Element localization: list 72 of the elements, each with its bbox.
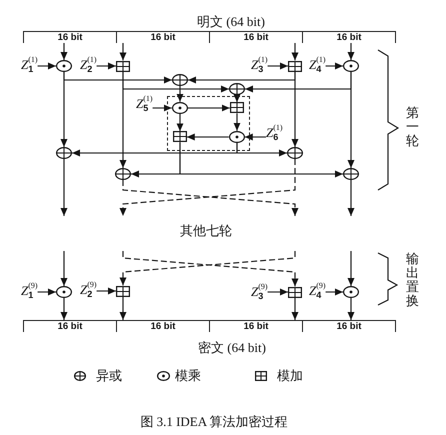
arrow [96, 62, 116, 70]
circled-dot-symbol [172, 102, 188, 114]
arrow [120, 72, 126, 168]
circled-plus-symbol [56, 147, 72, 159]
bit-cell: 16 bit [116, 31, 209, 43]
arrow [188, 104, 230, 112]
boxed-plus-symbol [288, 60, 302, 72]
arrow [348, 251, 354, 286]
arrow [120, 296, 126, 320]
arrow [326, 62, 343, 70]
arrow [176, 114, 184, 132]
arrow [152, 104, 172, 112]
circled-plus-symbol [115, 168, 131, 180]
arrow [96, 288, 116, 294]
legend-label: 模乘 [175, 368, 201, 384]
band-title: 密文 (64 bit) [198, 339, 266, 356]
circled-plus-symbol [343, 168, 359, 180]
arrow [60, 43, 68, 60]
arrow [326, 288, 343, 296]
arrow [38, 62, 56, 70]
arrow [179, 142, 343, 178]
band-title: 明文 (64 bit) [197, 13, 265, 30]
dashed-frame [167, 96, 250, 151]
arrow [348, 298, 354, 320]
stage-label: 输出置换 [406, 252, 419, 308]
legend-label: 模加 [277, 368, 303, 384]
arrow [120, 43, 126, 60]
arrow [122, 180, 298, 216]
arrow [268, 62, 288, 70]
arrow [60, 251, 68, 286]
arrow [186, 134, 229, 140]
bit-cell: 16 bit [23, 320, 116, 332]
circled-plus-symbol [229, 83, 245, 95]
bit-cell: 16 bit [116, 320, 209, 332]
circled-dot-symbol [56, 60, 72, 72]
circled-plus-symbol [287, 147, 303, 159]
arrow [120, 159, 296, 216]
boxed-plus-symbol [288, 286, 302, 298]
stage-label: 其他七轮 [180, 223, 232, 239]
arrow [38, 288, 56, 296]
boxed-plus-symbol [230, 102, 244, 114]
bit-cell: 16 bit [209, 320, 302, 332]
circled-plus-symbol [172, 74, 188, 86]
boxed-plus-symbol [172, 131, 187, 142]
legend-label: 异或 [96, 368, 122, 384]
arrow [348, 43, 354, 60]
arrow [60, 298, 68, 320]
circled-dot-symbol [343, 60, 359, 72]
arrow [176, 86, 184, 102]
circled-dot-symbol [56, 286, 72, 298]
boxed-plus-symbol [116, 286, 130, 296]
arrow [244, 134, 266, 140]
stage-label: 第一轮 [406, 106, 419, 148]
arrow [292, 298, 298, 320]
arrow [236, 142, 287, 156]
arrow [60, 72, 68, 147]
arrow [234, 113, 240, 131]
circled-dot-symbol [228, 130, 245, 143]
arrow [234, 94, 240, 102]
bit-cell: 16 bit [302, 320, 396, 332]
bit-cell: 16 bit [209, 31, 302, 43]
arrow [292, 72, 298, 147]
bit-cell: 16 bit [302, 31, 396, 43]
bit-cell: 16 bit [23, 31, 116, 43]
arrow [268, 288, 288, 296]
arrow [348, 180, 354, 216]
circled-dot-symbol [343, 286, 359, 298]
arrow [60, 159, 68, 216]
arrow [292, 43, 298, 60]
figure-caption: 图 3.1 IDEA 算法加密过程 [140, 414, 288, 430]
arrow [348, 72, 354, 168]
boxed-plus-symbol [116, 60, 130, 72]
